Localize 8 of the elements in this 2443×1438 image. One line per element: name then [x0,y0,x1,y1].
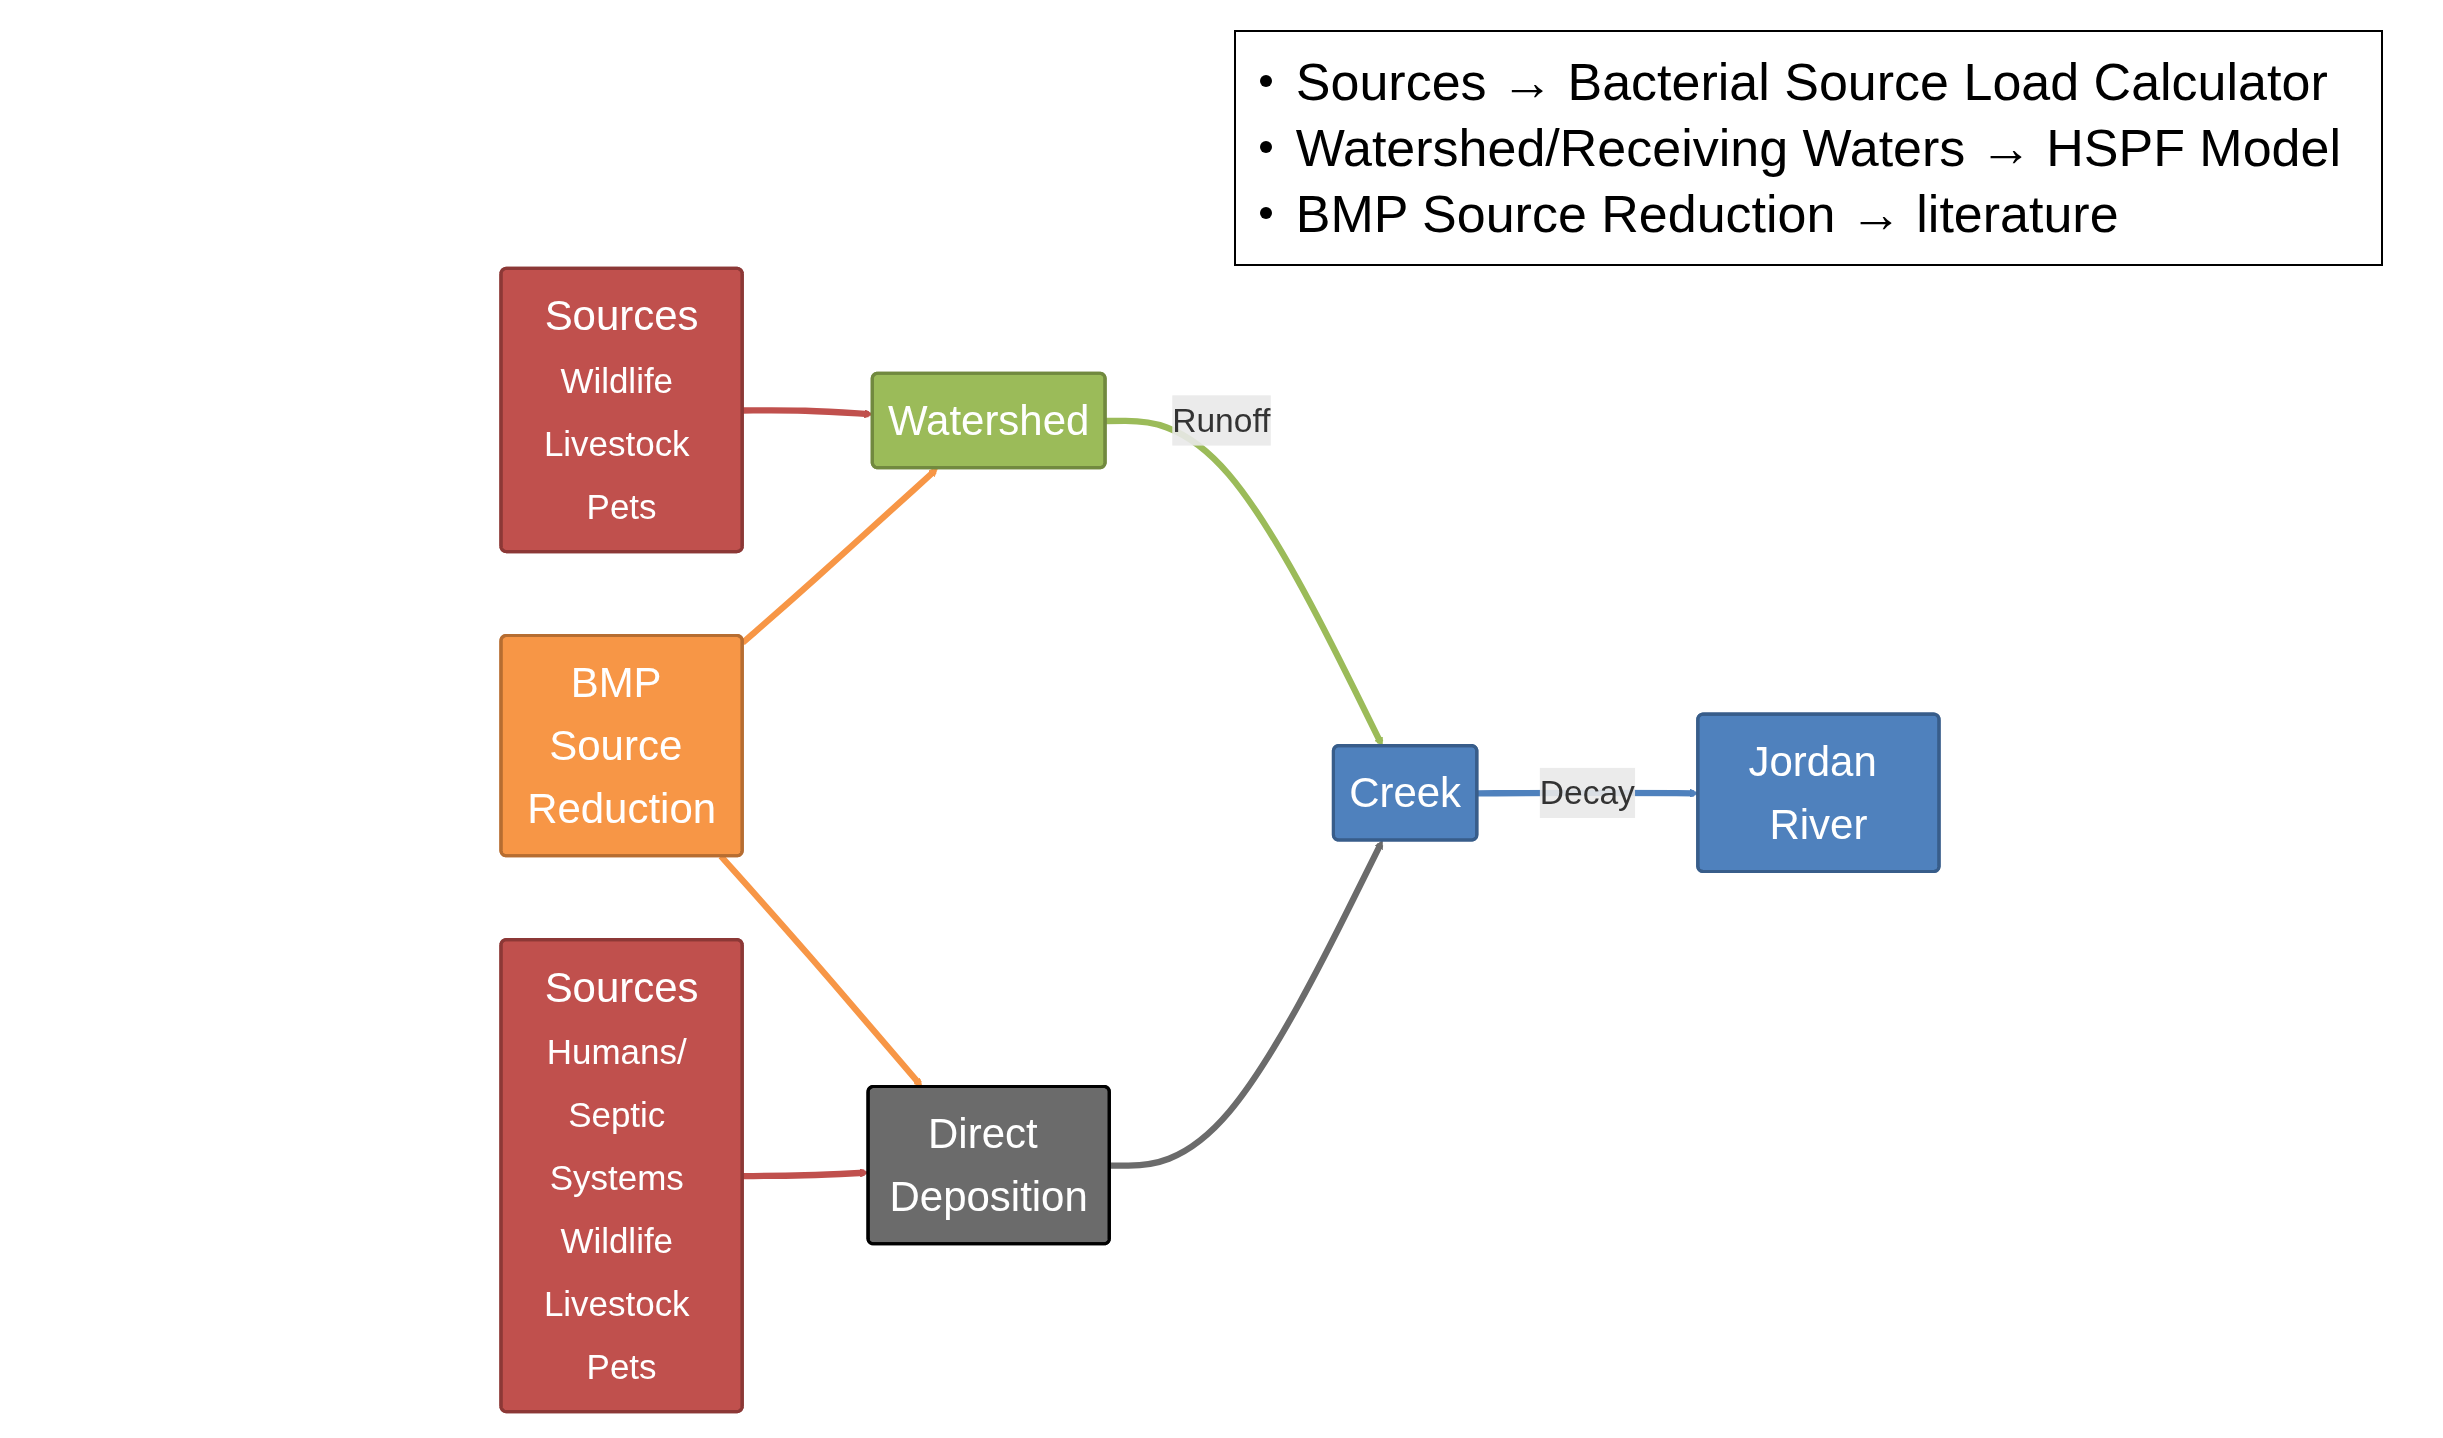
arrow [740,467,938,646]
edge-label: Runoff [1172,401,1271,440]
note-text: Sources → Bacterial Source Load Calculator [1295,53,2328,111]
note-text: BMP Source Reduction → literature [1295,185,2119,243]
arrow [742,1168,869,1180]
edge-label: Decay [1539,773,1635,812]
note-text: Watershed/Receiving Waters → HSPF Model [1295,119,2341,177]
arrow [742,407,874,419]
